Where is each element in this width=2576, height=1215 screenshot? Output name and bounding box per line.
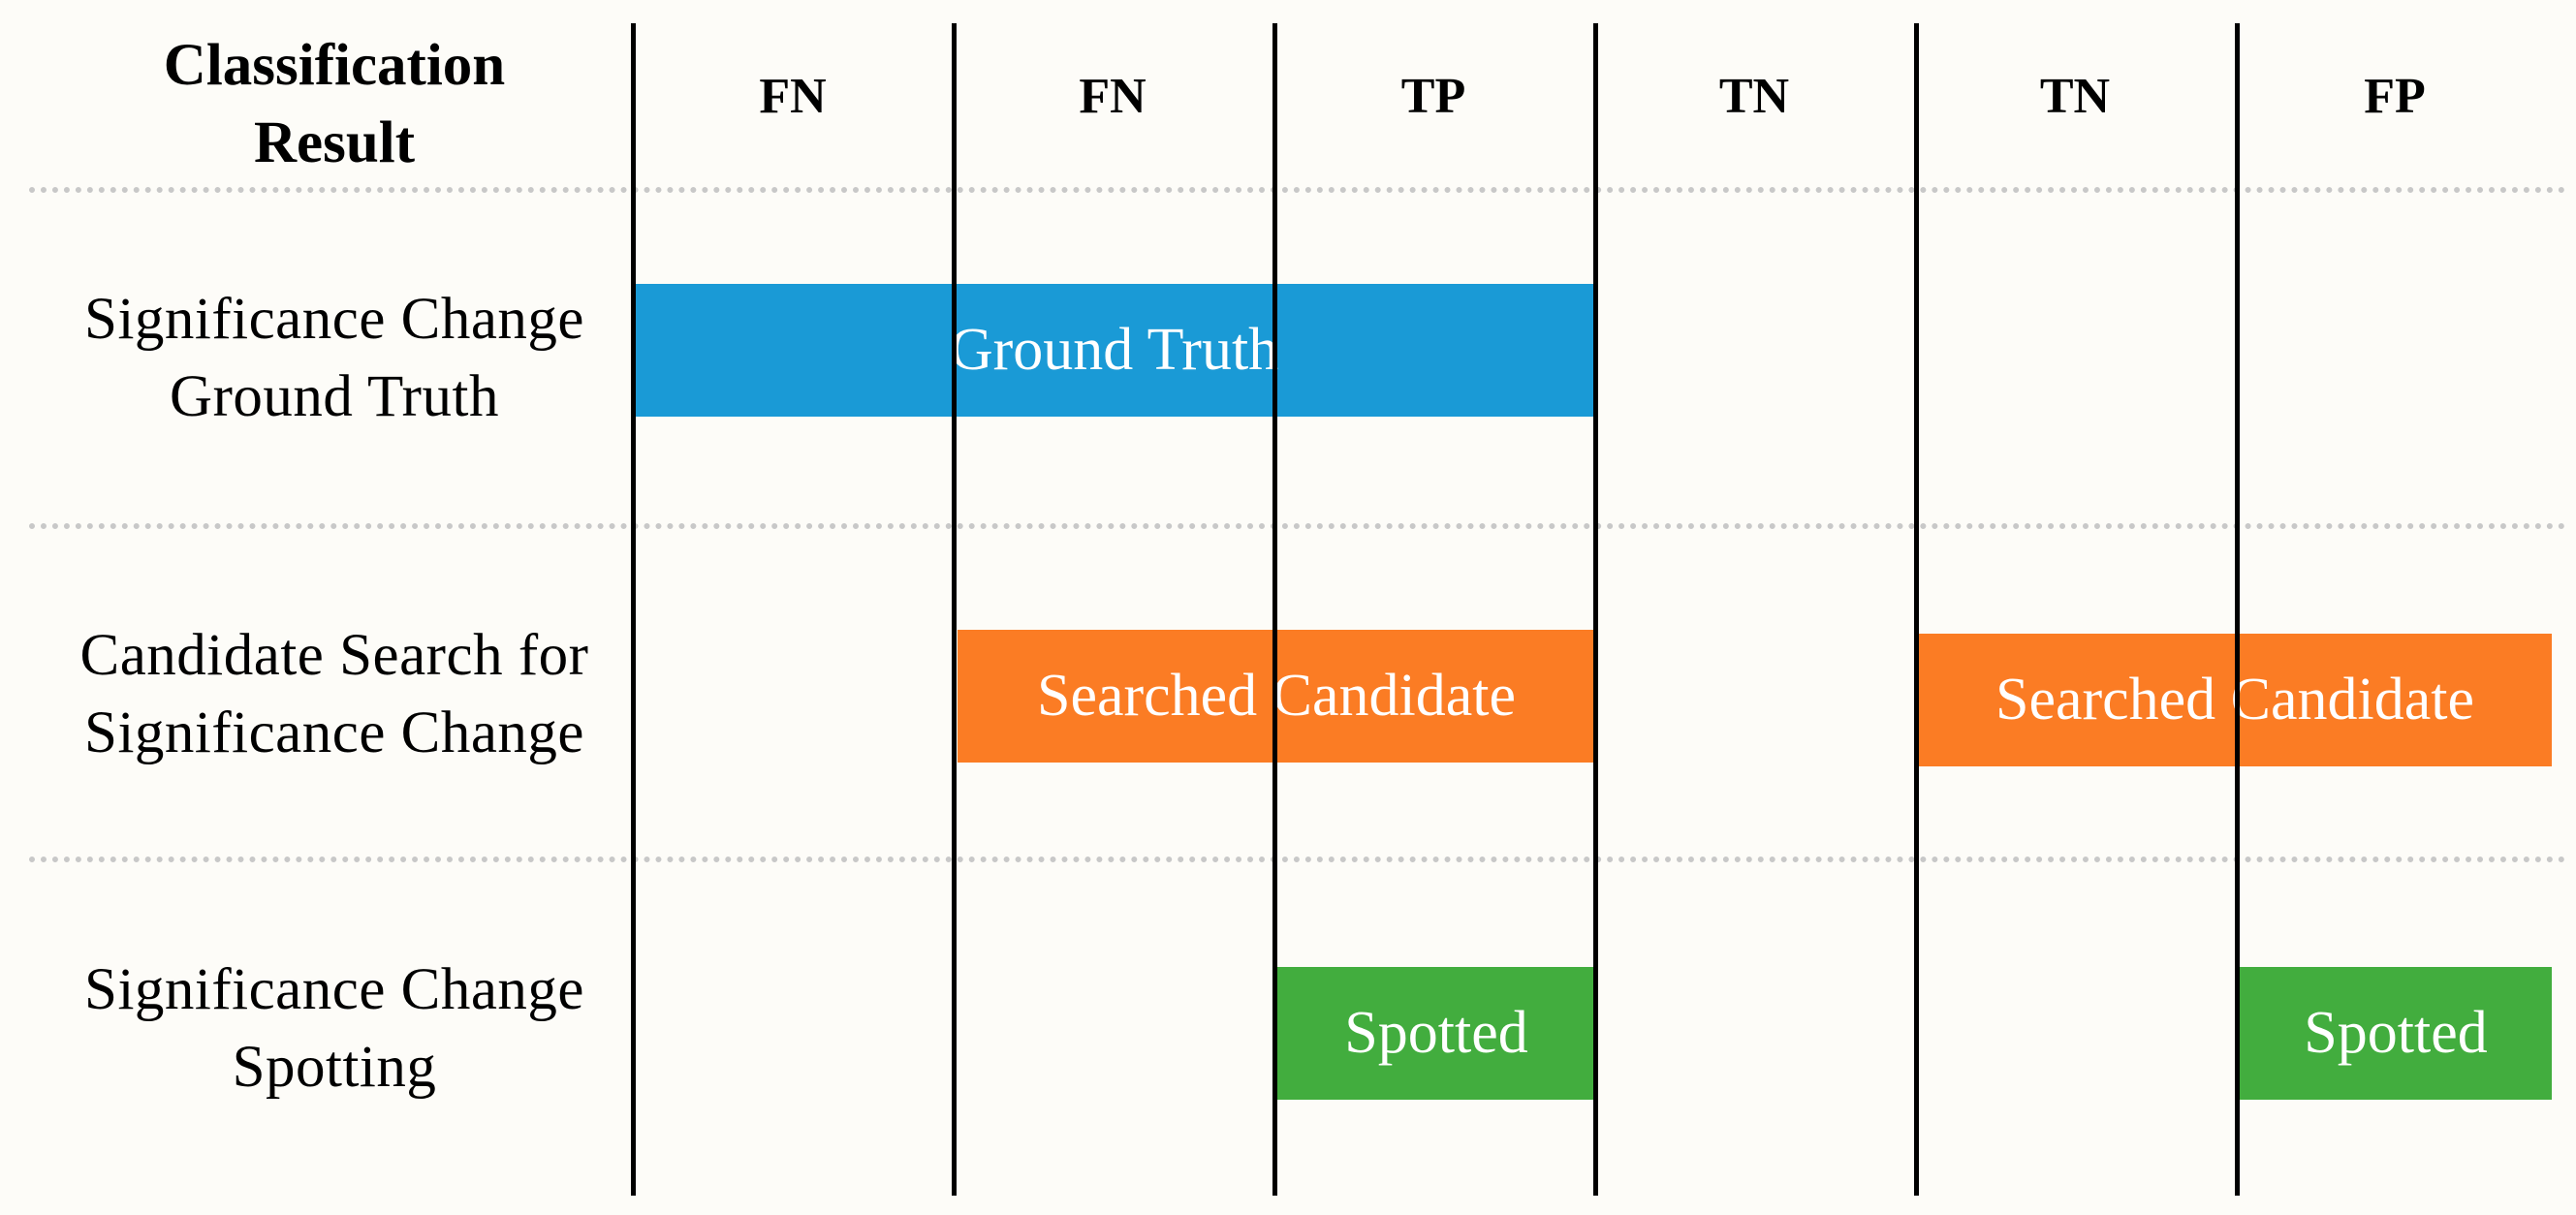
row-label-line: Candidate Search for [79, 623, 589, 688]
row-label-ground-truth: Significance Change Ground Truth [29, 281, 640, 436]
row-label-spotting: Significance Change Spotting [29, 951, 640, 1106]
classification-result-header: Classification Result [0, 27, 669, 182]
column-header-5: TN [2039, 69, 2111, 124]
row-separator-3 [29, 857, 2566, 862]
row-label-line: Spotting [232, 1035, 437, 1100]
corner-header-line1: Classification [163, 33, 506, 98]
column-header-4: TN [1718, 69, 1790, 124]
column-divider-2 [952, 23, 957, 1196]
spotted-bar-1: Spotted [1277, 967, 1595, 1100]
column-divider-3 [1272, 23, 1277, 1196]
column-header-3: TP [1400, 69, 1466, 124]
row-label-line: Ground Truth [170, 364, 499, 429]
row-label-candidate-search: Candidate Search for Significance Change [29, 617, 640, 772]
spotted-bar-2: Spotted [2240, 967, 2552, 1100]
row-label-line: Significance Change [84, 957, 584, 1022]
column-header-1: FN [759, 69, 827, 124]
column-divider-1 [631, 23, 636, 1196]
row-separator-1 [29, 187, 2566, 193]
column-divider-4 [1593, 23, 1598, 1196]
column-divider-5 [1914, 23, 1919, 1196]
column-header-6: FP [2364, 69, 2426, 124]
row-separator-2 [29, 523, 2566, 529]
corner-header-line2: Result [253, 110, 416, 175]
row-label-line: Significance Change [84, 701, 584, 765]
row-label-line: Significance Change [84, 287, 584, 352]
ground-truth-bar: Ground Truth [633, 284, 1595, 417]
column-header-2: FN [1079, 69, 1147, 124]
column-divider-6 [2235, 23, 2240, 1196]
